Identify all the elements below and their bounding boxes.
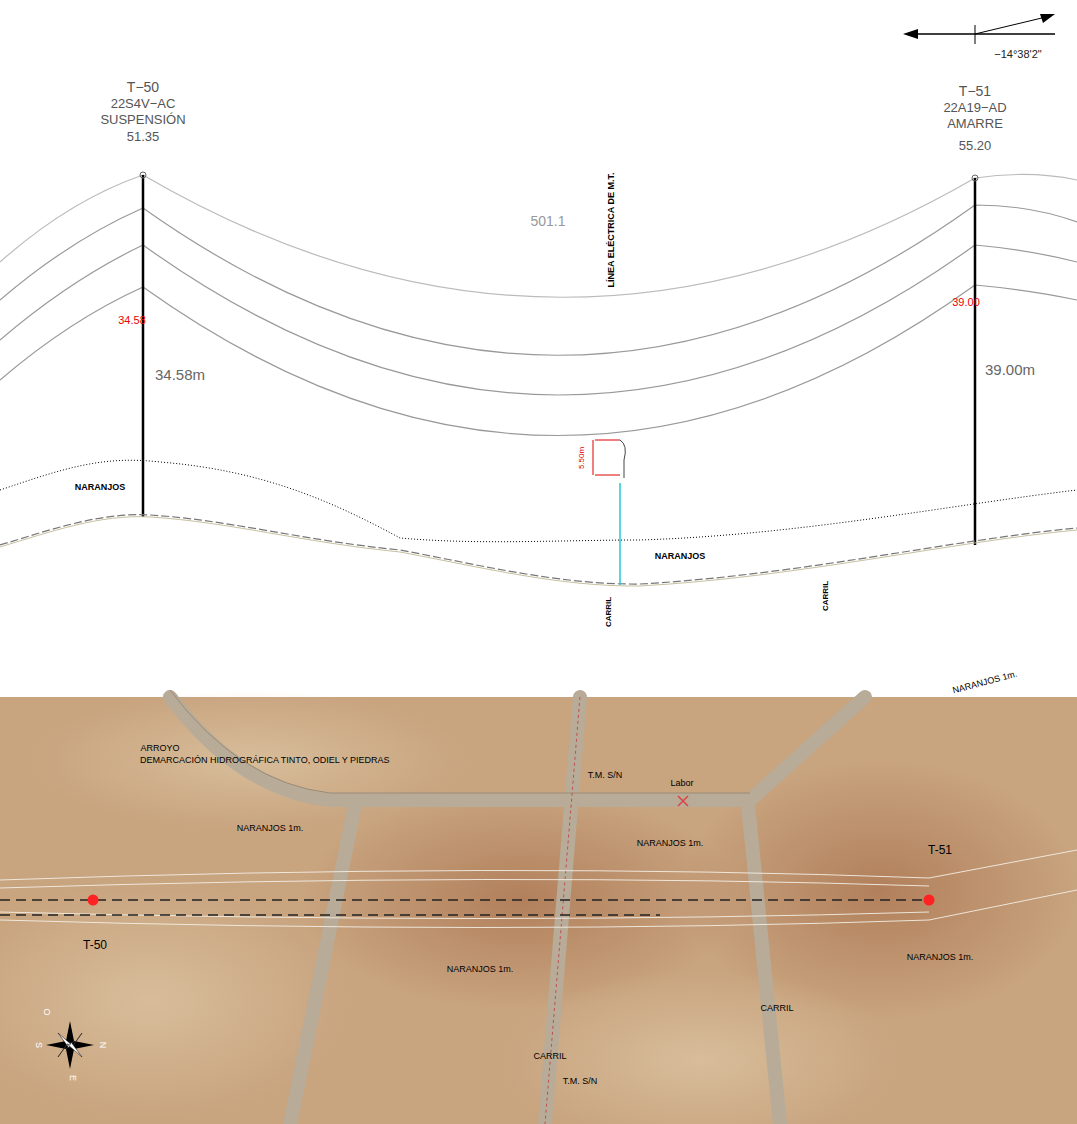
crossing-name: LÍNEA ELÉCTRICA DE M.T. xyxy=(607,173,617,288)
tower-function: SUSPENSIÓN xyxy=(100,113,185,127)
span-length: 501.1 xyxy=(530,214,565,229)
crop-label: NARANJOS 1m. xyxy=(447,965,514,975)
clearance-dimension: 5.50m xyxy=(578,447,587,469)
road-label: CARRIL xyxy=(822,581,831,611)
municipality-label: T.M. S/N xyxy=(563,1077,598,1087)
compass-letter: O xyxy=(41,1008,51,1015)
municipality-label: T.M. S/N xyxy=(588,771,623,781)
road-label: CARRIL xyxy=(533,1052,566,1062)
stream-label: ARROYO xyxy=(140,744,179,754)
tower-height-dimension: 39.00m xyxy=(985,362,1035,379)
crop-label: NARANJOS 1m. xyxy=(637,839,704,849)
basin-label: DEMARCACIÓN HIDROGRÁFICA TINTO, ODIEL Y … xyxy=(140,756,390,766)
tower-function: AMARRE xyxy=(947,117,1003,131)
tower-height: 34.58 xyxy=(118,314,146,326)
tower-name: T-50 xyxy=(83,939,107,952)
tower-name: T−51 xyxy=(959,84,991,99)
tower-elevation: 55.20 xyxy=(959,139,992,153)
tower-type: 22A19−AD xyxy=(943,101,1006,115)
road-label: CARRIL xyxy=(760,1004,793,1014)
crop-label: NARANJOS 1m. xyxy=(907,953,974,963)
compass-letter: N xyxy=(97,1042,107,1049)
tower-elevation: 51.35 xyxy=(127,130,160,144)
compass-letter: S xyxy=(33,1042,43,1048)
crop-label: NARANJOS 1m. xyxy=(952,670,1019,697)
tower-name: T−50 xyxy=(127,80,159,95)
tower-name: T-51 xyxy=(928,844,952,857)
tower-height-dimension: 34.58m xyxy=(155,367,205,384)
parcel-label: Labor xyxy=(670,779,693,789)
crop-label: NARANJOS 1m. xyxy=(237,824,304,834)
bearing-label: −14°38'2" xyxy=(994,48,1041,60)
compass-letter: E xyxy=(67,1075,77,1081)
crop-label: NARANJOS xyxy=(655,552,706,562)
road-label: CARRIL xyxy=(605,597,614,627)
crop-label: NARANJOS xyxy=(75,483,126,493)
tower-type: 22S4V−AC xyxy=(111,97,176,111)
tower-height: 39.00 xyxy=(952,296,980,308)
